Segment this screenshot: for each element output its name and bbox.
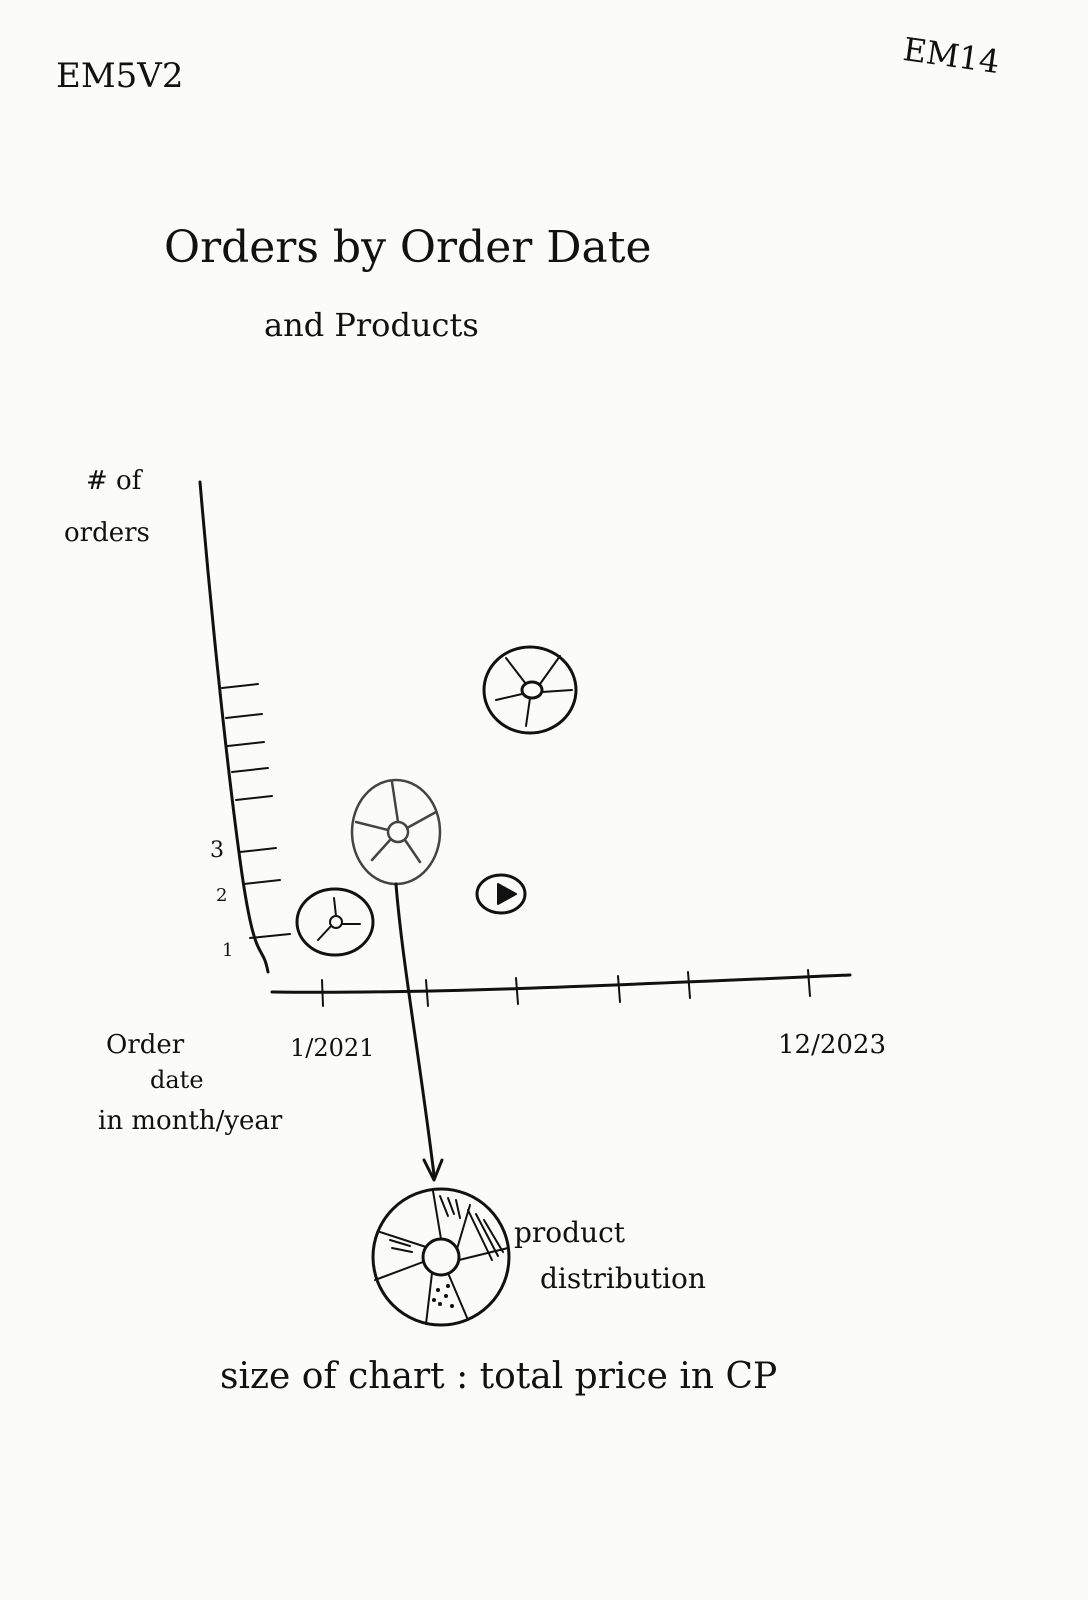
y-axis-ticks bbox=[221, 683, 291, 939]
bubble-top-pie bbox=[482, 645, 578, 735]
y-tick-label-3: 3 bbox=[210, 838, 224, 863]
x-tick-label-end: 12/2023 bbox=[778, 1030, 887, 1060]
legend-label-line1: product bbox=[514, 1216, 626, 1249]
x-axis-label-line2: date bbox=[150, 1066, 204, 1094]
y-axis-label-line2: orders bbox=[64, 518, 150, 548]
legend-label-line2: distribution bbox=[540, 1262, 706, 1295]
x-axis-ticks bbox=[321, 969, 811, 1007]
legend-hatching bbox=[389, 1195, 504, 1261]
size-note: size of chart : total price in CP bbox=[220, 1356, 778, 1397]
connector-arrow-line bbox=[394, 882, 436, 1177]
bubble-tiny-pie bbox=[475, 873, 527, 915]
page-subtitle: and Products bbox=[264, 306, 479, 344]
x-tick-label-start: 1/2021 bbox=[290, 1034, 375, 1062]
x-axis-line bbox=[270, 973, 852, 994]
y-tick-label-1: 1 bbox=[222, 940, 234, 961]
page-title: Orders by Order Date bbox=[164, 222, 652, 273]
y-tick-label-2: 2 bbox=[216, 885, 228, 906]
legend-donut bbox=[371, 1187, 511, 1327]
bubble-small-pie bbox=[295, 887, 375, 957]
y-axis-line bbox=[198, 480, 270, 974]
corner-label-left: EM5V2 bbox=[56, 56, 184, 96]
connector-arrow-head bbox=[422, 1158, 444, 1182]
legend-stipple bbox=[432, 1284, 454, 1308]
bubble-large-pie bbox=[350, 778, 442, 886]
x-axis-label-line1: Order bbox=[106, 1030, 185, 1060]
x-axis-label-line3: in month/year bbox=[98, 1106, 283, 1136]
y-axis-label-line1: # of bbox=[86, 466, 142, 496]
